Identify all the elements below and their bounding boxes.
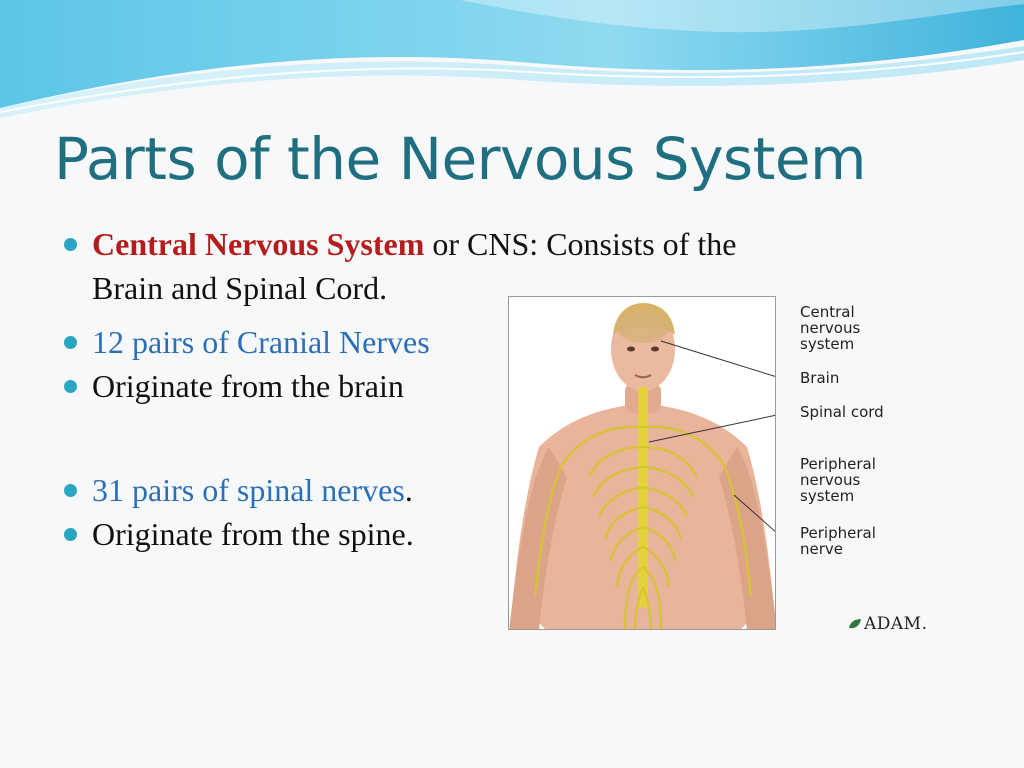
bullet-dot-icon bbox=[64, 528, 77, 541]
header-wave-decoration bbox=[0, 0, 1024, 118]
bullet-originate-spine: Originate from the spine. bbox=[62, 512, 512, 556]
bullet-gap bbox=[62, 408, 512, 428]
cranial-nerves-text: 12 pairs of Cranial Nerves bbox=[92, 324, 430, 360]
cns-description-line2: Brain and Spinal Cord. bbox=[92, 270, 388, 306]
body-nerves-illustration bbox=[509, 297, 775, 629]
bullet-dot-icon bbox=[64, 336, 77, 349]
bullet-list: Central Nervous System or CNS: Consists … bbox=[62, 222, 736, 556]
bullet-dot-icon bbox=[64, 380, 77, 393]
originate-spine-text: Originate from the spine. bbox=[92, 516, 414, 552]
bullet-dot-icon bbox=[64, 484, 77, 497]
bullet-cns: Central Nervous System or CNS: Consists … bbox=[62, 222, 736, 310]
leader-line-stub bbox=[800, 296, 810, 306]
bullet-dot-icon bbox=[64, 238, 77, 251]
nervous-system-figure: Central nervous system Brain Spinal cord… bbox=[508, 296, 932, 634]
label-peripheral-nervous-system: Peripheral nervous system bbox=[800, 455, 876, 505]
slide-title: Parts of the Nervous System bbox=[54, 125, 867, 193]
cns-description-line1: or CNS: Consists of the bbox=[424, 226, 737, 262]
spinal-nerves-text: 31 pairs of spinal nerves bbox=[92, 472, 405, 508]
cns-term: Central Nervous System bbox=[92, 226, 425, 262]
adam-credit: ADAM. bbox=[848, 614, 928, 634]
bullet-originate-brain: Originate from the brain bbox=[62, 364, 512, 408]
bullet-cranial-nerves: 12 pairs of Cranial Nerves bbox=[62, 320, 512, 364]
adam-credit-text: ADAM. bbox=[864, 614, 928, 634]
label-peripheral-nerve: Peripheral nerve bbox=[800, 524, 876, 558]
label-spinal-cord: Spinal cord bbox=[800, 403, 884, 421]
spinal-nerves-period: . bbox=[404, 472, 413, 508]
originate-brain-text: Originate from the brain bbox=[92, 368, 404, 404]
anatomy-illustration bbox=[508, 296, 776, 630]
label-central-nervous-system: Central nervous system bbox=[800, 303, 861, 353]
label-brain: Brain bbox=[800, 369, 840, 387]
bullet-spinal-nerves: 31 pairs of spinal nerves. bbox=[62, 468, 512, 512]
leaf-logo-icon bbox=[849, 619, 861, 629]
